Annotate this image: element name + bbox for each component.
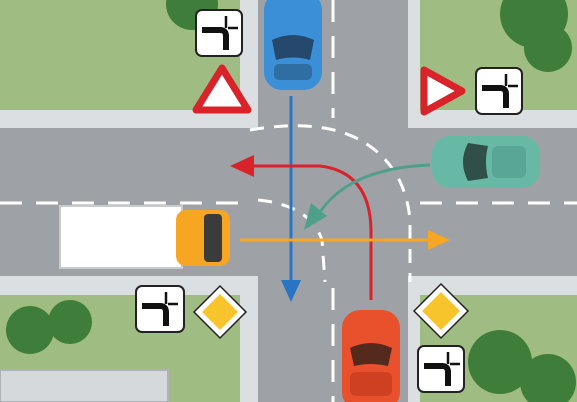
truck-arrowhead [428,230,450,250]
route-indicator-sign [475,67,523,115]
yield-triangle-icon [420,66,466,116]
movement-arrows [230,96,450,302]
route-indicator-sign [135,285,185,333]
red-car [342,310,400,402]
priority-road-sign [412,282,470,340]
route-indicator-sign [417,345,465,393]
blue-car-arrowhead [281,280,301,302]
yield-triangle-icon [192,64,252,114]
trees [6,0,576,402]
truck [59,205,230,269]
yield-sign [420,66,466,116]
red-car-path [250,164,373,300]
priority-road-bend-icon [142,292,178,326]
blue-car [264,0,322,90]
teal-car [432,136,540,188]
priority-road-diamond-icon [202,294,238,330]
priority-road-bend-icon [202,16,238,50]
priority-road-sign [192,284,248,340]
priority-road-bend-icon [482,74,518,108]
yield-sign [192,64,252,114]
teal-car-arrowhead [304,203,327,230]
building [0,369,169,402]
priority-road-diamond-icon [422,292,460,330]
teal-car-path [318,163,431,213]
route-indicator-sign [195,9,243,57]
red-car-arrowhead [230,155,254,177]
priority-road-bend-icon [424,352,460,386]
